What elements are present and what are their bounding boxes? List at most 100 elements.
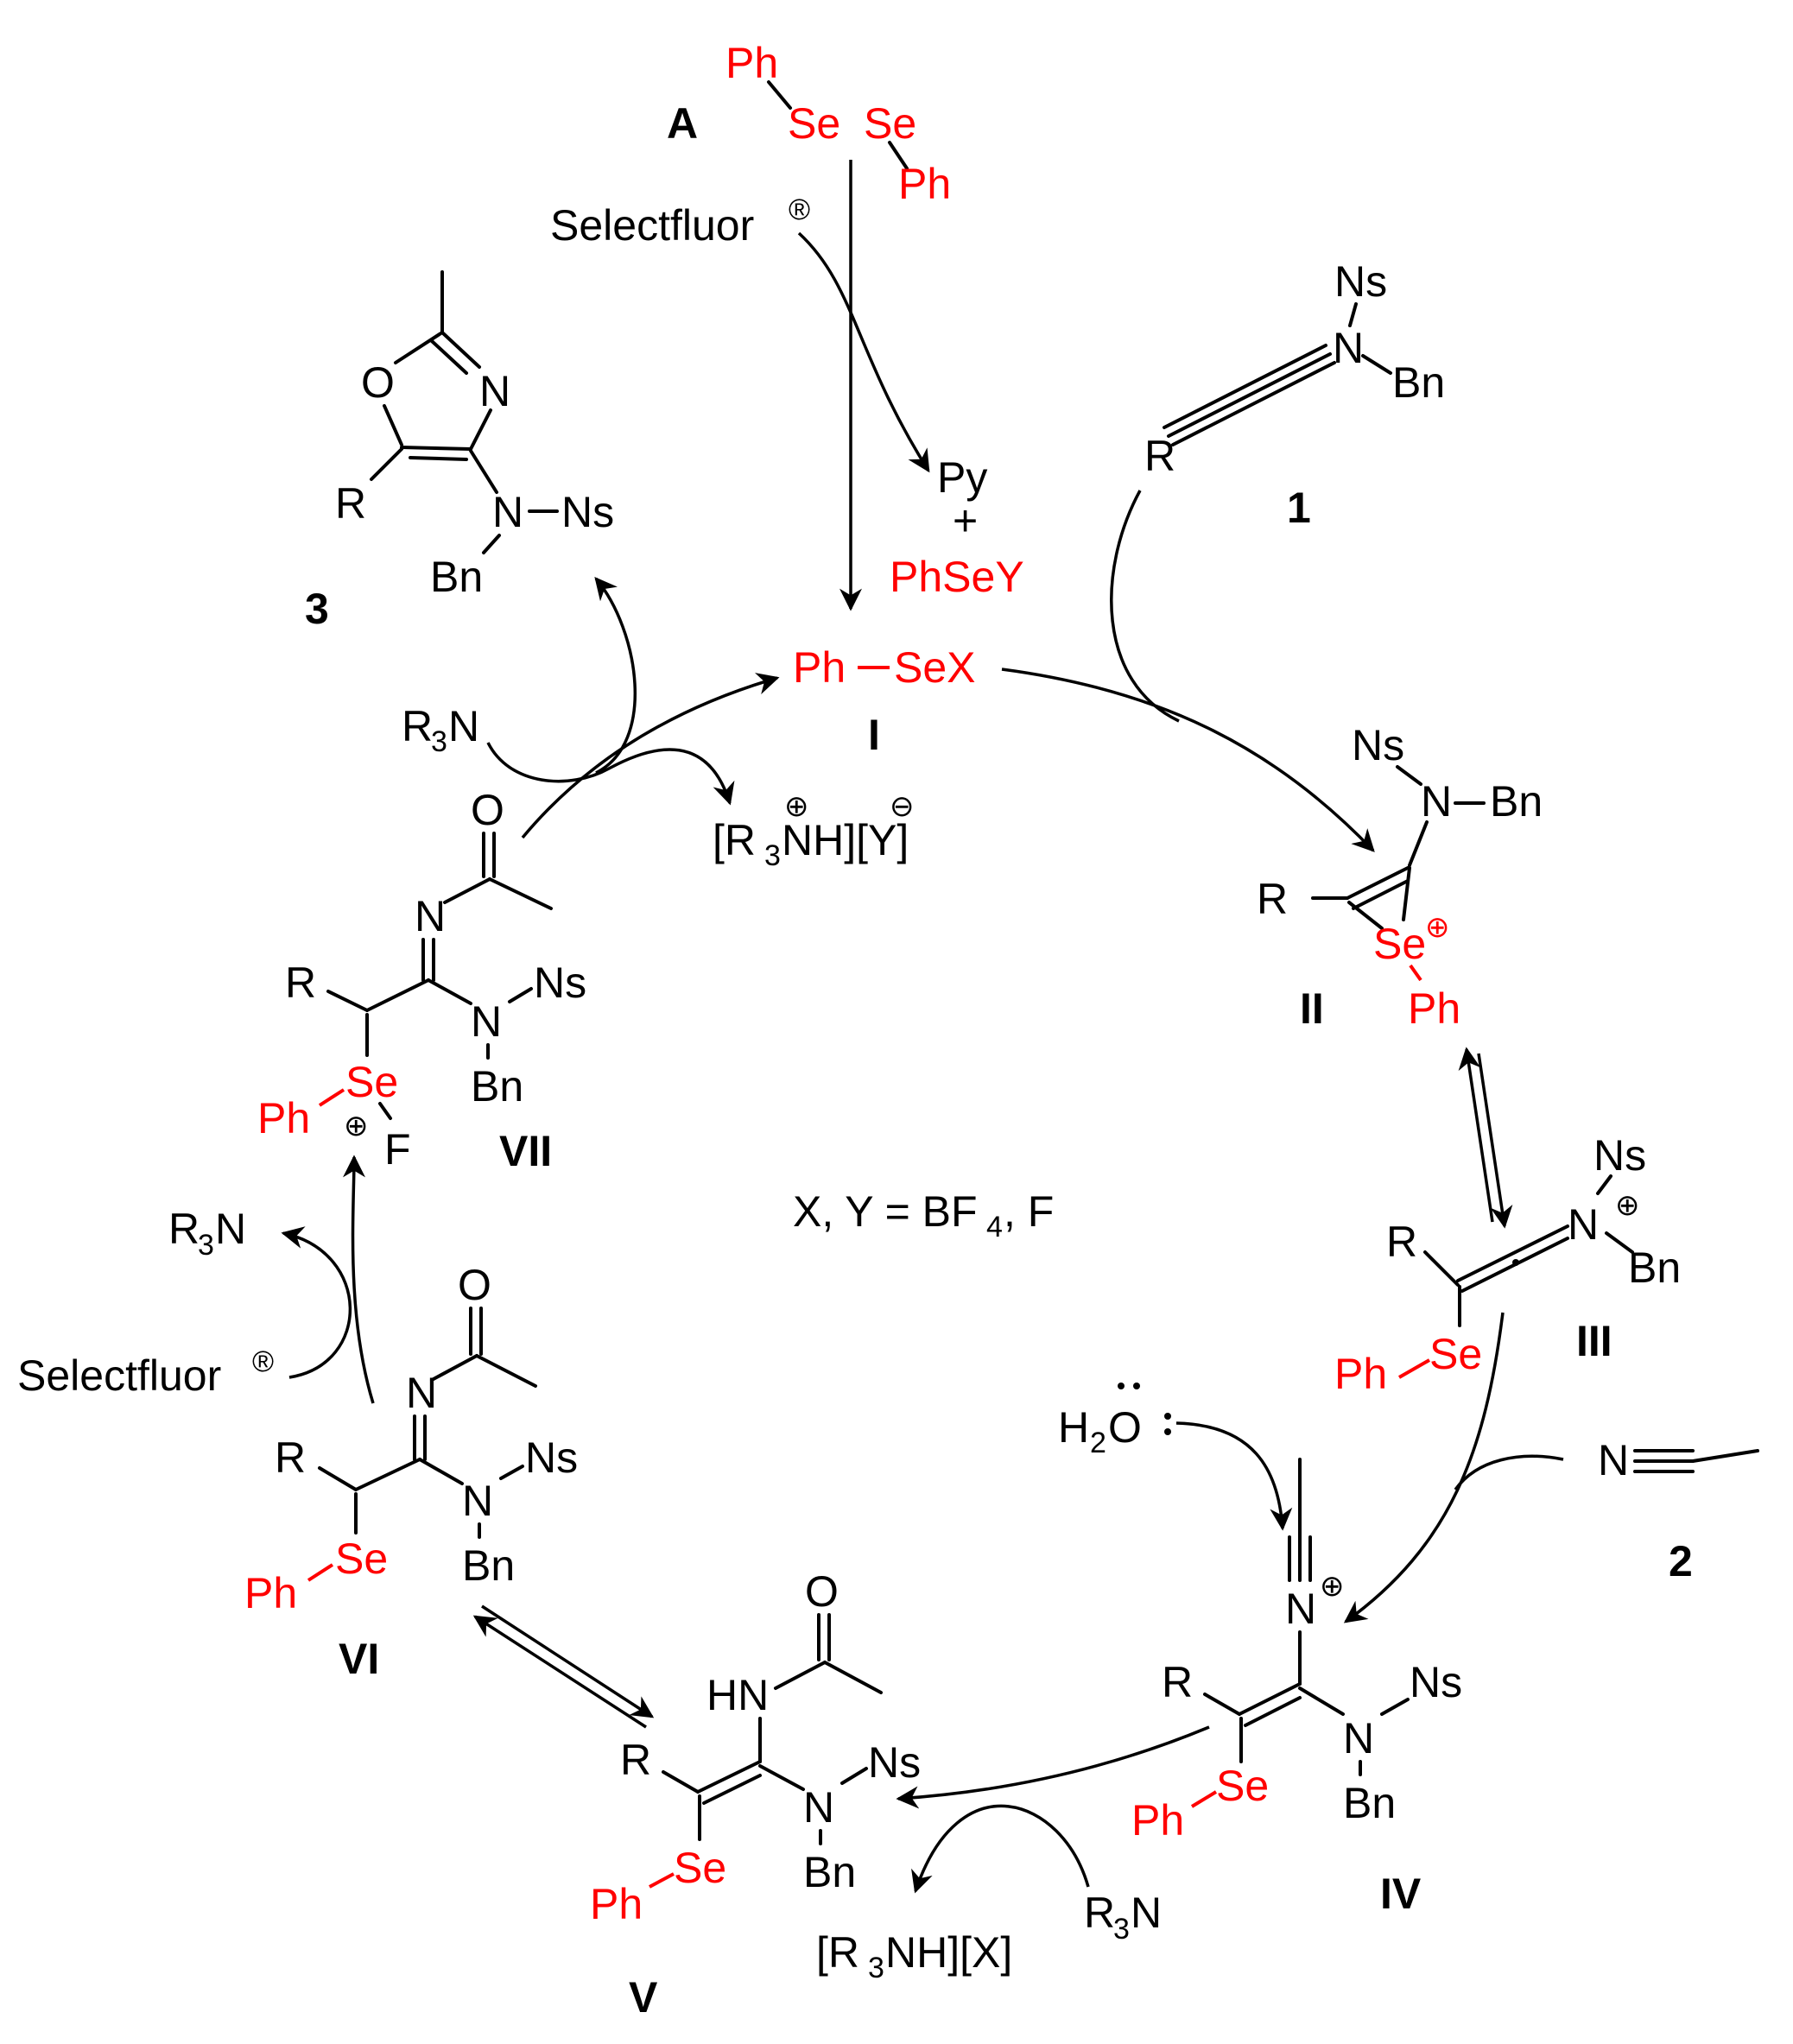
water: H 2 O	[1058, 1383, 1171, 1459]
n-acn: N	[1598, 1436, 1629, 1484]
bond-r-ch-vii	[326, 990, 369, 1012]
lone-pair-3	[1164, 1413, 1171, 1420]
ph-7: Ph	[257, 1094, 310, 1142]
bond-r-c-iv	[1203, 1693, 1241, 1716]
bond-se-ph-vi	[307, 1563, 334, 1582]
bond-cc-v-a	[696, 1760, 762, 1794]
n-5: N	[803, 1783, 834, 1832]
bn-1: Bn	[1392, 358, 1445, 407]
bond-se-f-vii	[378, 1102, 392, 1120]
se-a1: Se	[788, 99, 840, 148]
arrow-vii-to-3	[594, 577, 637, 775]
arrow-selectfluor-to-r3n	[281, 1226, 352, 1379]
bond-se-ph-iii	[1398, 1358, 1430, 1379]
arrow-water-attack	[1175, 1421, 1293, 1531]
bond-c-me-vii	[488, 877, 553, 910]
bond-n-bn-iii	[1605, 1231, 1634, 1254]
reg-mark-top: ®	[789, 193, 810, 226]
arrow-1-to-ii	[1110, 490, 1180, 723]
r3n-l-n: N	[215, 1205, 246, 1253]
arrow-v-to-vi	[472, 1615, 647, 1729]
bond-ccn-iii-a	[1456, 1225, 1569, 1282]
o-3: O	[361, 358, 395, 407]
ns-1: Ns	[1334, 257, 1387, 306]
bond-acn-me	[1691, 1449, 1759, 1463]
phsey: PhSeY	[890, 553, 1024, 601]
py: Py	[937, 453, 987, 502]
ammonium-y-minus: ⊖	[890, 790, 915, 823]
arrow-r3n-to-salt-y	[486, 742, 735, 806]
se-4: Se	[1216, 1762, 1269, 1810]
compound-iv: N ⊕ R N Ns Bn Se Ph IV	[1131, 1458, 1462, 1918]
bond-c-n2-vi	[418, 1458, 464, 1485]
ammonium-y-sub: 3	[764, 839, 781, 872]
bond-c-me-vi	[475, 1354, 537, 1388]
se-5: Se	[674, 1844, 726, 1892]
se-a2: Se	[864, 99, 916, 148]
ns-3p: Ns	[561, 488, 614, 536]
bond-c-n-v	[758, 1764, 805, 1791]
r3n-b-n: N	[1131, 1889, 1162, 1937]
n-3-ring: N	[479, 367, 510, 415]
ph-6: Ph	[244, 1569, 297, 1617]
r-3p: R	[335, 479, 366, 528]
r-4: R	[1162, 1658, 1193, 1706]
r3n-u-n: N	[448, 702, 479, 750]
ammonium-y: [R 3 NH][Y] ⊕ ⊖	[713, 790, 915, 872]
bond-c-se-ii	[1347, 901, 1384, 930]
conditions-b: , F	[1004, 1187, 1054, 1236]
bond-n-ns-vii	[508, 987, 533, 1003]
label-a: A	[667, 99, 698, 148]
bond-c-n-vi	[430, 1354, 478, 1382]
bond-c2-se-ii	[1402, 866, 1411, 921]
ammonium-x-a: [R	[816, 1928, 859, 1977]
arrow-iii-to-ii	[1458, 1047, 1494, 1223]
ns-2: Ns	[1352, 721, 1404, 769]
se-2: Se	[1373, 920, 1426, 968]
n-6a: N	[406, 1369, 437, 1417]
lone-pair-4	[1164, 1428, 1171, 1435]
phsex-sex: SeX	[894, 643, 976, 692]
bn-3p: Bn	[430, 553, 483, 601]
bond-c5-r-3	[370, 447, 403, 481]
r3n-u-sub: 3	[431, 725, 447, 758]
compound-2: N 2	[1598, 1436, 1759, 1585]
bn-7: Bn	[471, 1062, 523, 1111]
o-6: O	[458, 1261, 491, 1309]
arrow-iv-to-v	[896, 1725, 1210, 1809]
r3n-b-sub: 3	[1113, 1913, 1130, 1946]
label-1: 1	[1287, 484, 1311, 532]
bond-c-n2-vii	[427, 978, 472, 1005]
bond-c5-c4-3-b	[409, 456, 468, 461]
label-vi: VI	[339, 1635, 379, 1683]
n-6b: N	[462, 1477, 493, 1525]
plus-sign: +	[953, 497, 978, 545]
bond-c-me-v	[823, 1661, 883, 1694]
bond-triple-b	[1163, 344, 1327, 429]
bond-c-n-iv	[1298, 1686, 1345, 1716]
ph-3: Ph	[1334, 1350, 1387, 1398]
label-iii: III	[1576, 1317, 1612, 1365]
bond-c-ch-vi	[354, 1458, 421, 1491]
bond-r-ch-vi	[318, 1466, 358, 1491]
bond-cc-ii-a	[1346, 866, 1410, 900]
dot-iii	[1512, 1259, 1519, 1266]
r-1: R	[1144, 432, 1175, 480]
compound-iii: Ns N ⊕ Bn R Se Ph III	[1334, 1131, 1681, 1398]
conditions-a: X, Y = BF	[793, 1187, 978, 1236]
bond-c-nh-v	[774, 1661, 827, 1690]
conditions-note: X, Y = BF 4 , F	[793, 1187, 1054, 1243]
bond-se-ph-iv	[1190, 1790, 1218, 1808]
ammonium-x: [R 3 NH][X]	[816, 1928, 1012, 1984]
bond-n-ns-vi	[499, 1465, 524, 1480]
bond-n-bn	[1361, 354, 1392, 375]
se-charge-ii: ⊕	[1425, 911, 1450, 944]
bond-se-ph-v	[649, 1872, 675, 1889]
r3n-l-sub: 3	[198, 1229, 214, 1262]
ph-5: Ph	[590, 1880, 643, 1928]
bond-cc-ii-b	[1352, 879, 1410, 910]
phsex-ph: Ph	[793, 643, 846, 692]
label-2: 2	[1669, 1537, 1693, 1585]
arrow-r3n-to-salt	[911, 1804, 1090, 1894]
ns-4: Ns	[1410, 1658, 1462, 1706]
